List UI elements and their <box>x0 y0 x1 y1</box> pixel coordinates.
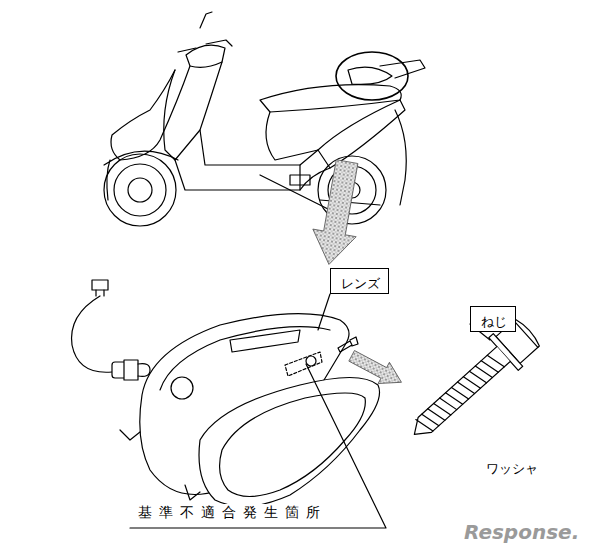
part-name: ワッシャ <box>484 460 540 478</box>
callout-box: レンズ <box>330 268 389 294</box>
screw-thread <box>487 352 504 370</box>
part-name: レンズ <box>341 275 380 293</box>
screw-thread <box>440 395 457 413</box>
screw-thread <box>434 400 451 418</box>
screw <box>400 314 545 450</box>
leader-line <box>130 364 386 528</box>
screw-thread <box>457 379 474 397</box>
dotted-arrow <box>346 345 407 392</box>
part-name: ねじ <box>481 313 507 331</box>
screw-thread <box>481 357 498 375</box>
screw-thread <box>416 416 433 434</box>
leader-line <box>318 294 330 330</box>
screw-thread <box>422 411 439 429</box>
callout-box: ねじ <box>470 306 516 332</box>
tail-lamp <box>72 280 380 506</box>
watermark: Response. <box>462 520 581 544</box>
screw-thread <box>463 373 480 391</box>
screw-thread <box>428 405 445 423</box>
screw-thread <box>446 389 463 407</box>
screw-thread <box>475 363 492 381</box>
note: 基準不適合発生箇所 <box>136 504 329 522</box>
scooter <box>104 12 425 226</box>
screw-thread <box>452 384 469 402</box>
dotted-arrow <box>307 158 368 268</box>
screw-thread <box>469 368 486 386</box>
